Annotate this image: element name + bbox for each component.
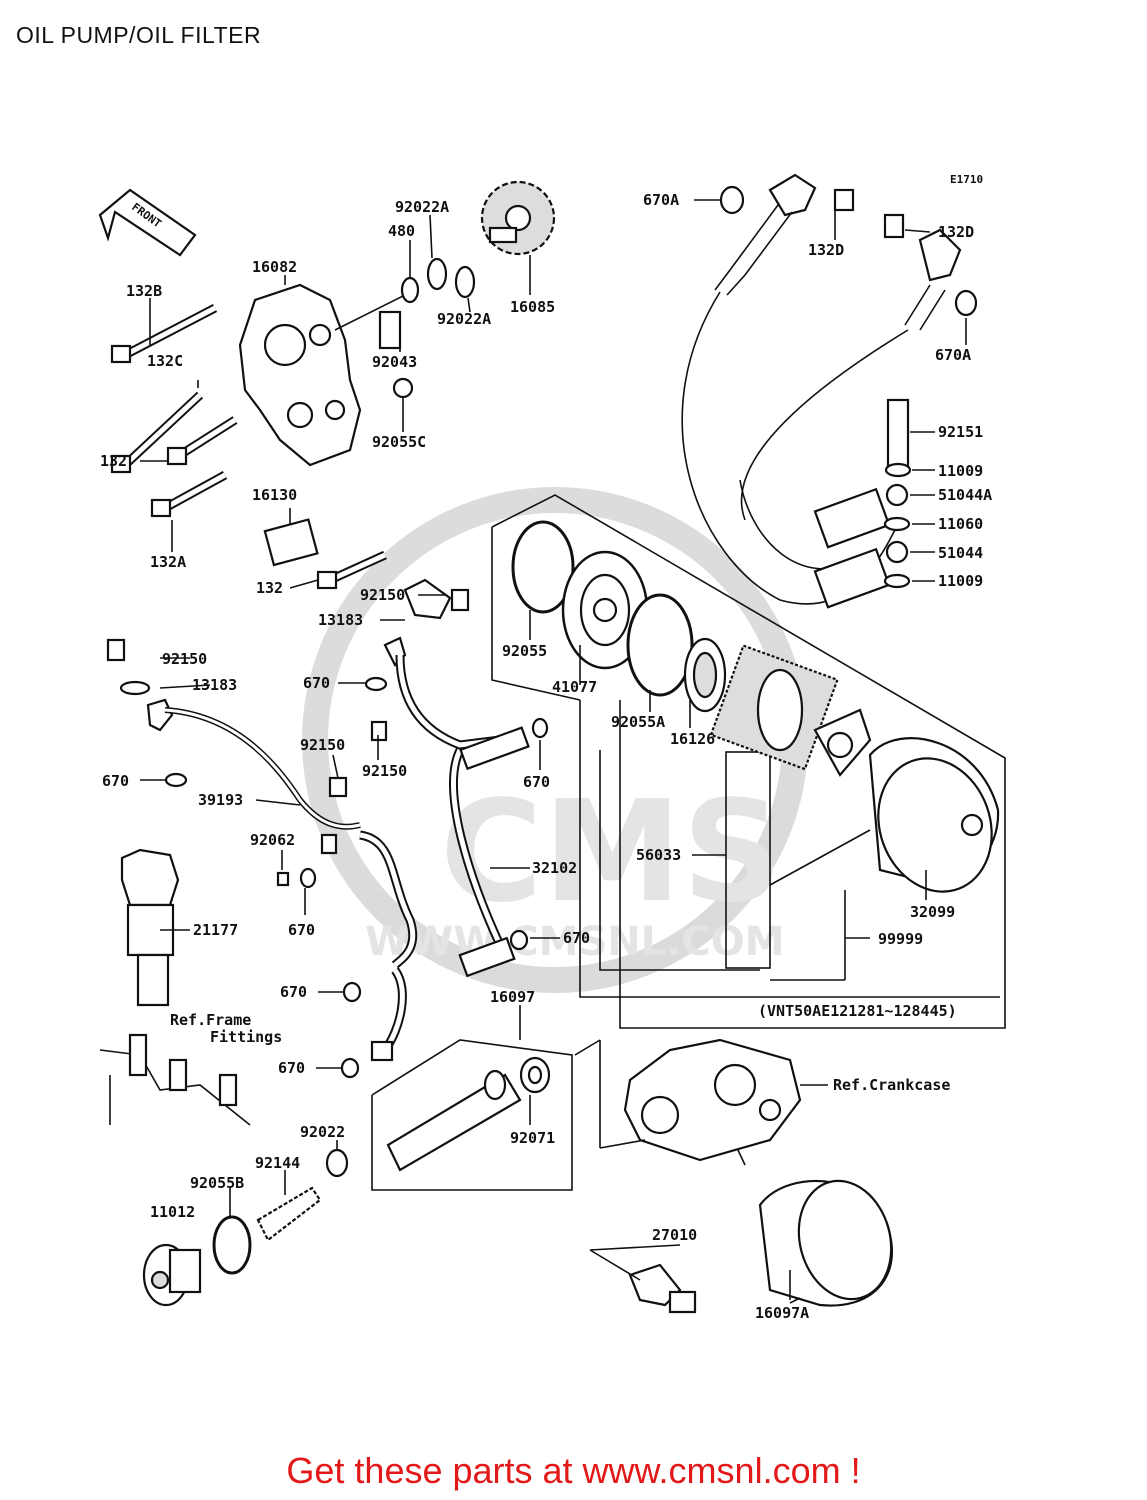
part-label: 670: [288, 921, 315, 939]
crankcase-icon: [623, 1038, 802, 1162]
oil-pump-body-icon: [238, 283, 362, 467]
fitting-16130-icon: [263, 518, 319, 567]
part-label: 41077: [552, 678, 597, 696]
part-label: 56033: [636, 846, 681, 864]
part-label: 92055: [502, 642, 547, 660]
filter-kit-frame: [491, 494, 1006, 1029]
part-label: 132C: [147, 352, 183, 370]
pump-shaft-gear-icons: [334, 180, 556, 350]
part-label: 92055B: [190, 1174, 244, 1192]
part-label: 16126: [670, 730, 715, 748]
part-label: (VNT50AE121281~128445): [758, 1002, 957, 1020]
promo-link-text[interactable]: Get these parts at www.cmsnl.com !: [286, 1450, 861, 1491]
part-label: 92150: [300, 736, 345, 754]
watermark-text-url: WWW.CMSNL.COM: [365, 919, 785, 965]
part-label: 92022A: [395, 198, 449, 216]
part-label: 32102: [532, 859, 577, 877]
part-label: 92150: [162, 650, 207, 668]
part-label: 92055A: [611, 713, 665, 731]
part-label: 16082: [252, 258, 297, 276]
diagram-code: E1710: [950, 173, 983, 186]
banjo-fittings-icon: [813, 398, 912, 609]
part-label: 11009: [938, 572, 983, 590]
front-arrow-icon: FRONT: [98, 188, 197, 257]
oil-filter-16097a-icon: [758, 1179, 893, 1307]
part-label: 13183: [318, 611, 363, 629]
part-label: 92144: [255, 1154, 300, 1172]
part-label: 51044: [938, 544, 983, 562]
part-label: 132A: [150, 553, 186, 571]
part-label: 92150: [360, 586, 405, 604]
part-label: 16097A: [755, 1304, 809, 1322]
leader-lines: [140, 199, 967, 1304]
page-title: OIL PUMP/OIL FILTER: [16, 22, 262, 48]
part-label: 99999: [878, 930, 923, 948]
filter-parts-icons: [511, 520, 1000, 893]
part-label: 92150: [362, 762, 407, 780]
part-label: 21177: [193, 921, 238, 939]
part-label: 11009: [938, 462, 983, 480]
part-label: 11012: [150, 1203, 195, 1221]
part-label: 16097: [490, 988, 535, 1006]
frame-fittings-icon: [99, 1033, 251, 1126]
part-label: Ref.Crankcase: [833, 1076, 950, 1094]
part-label: 92071: [510, 1129, 555, 1147]
part-label: 16130: [252, 486, 297, 504]
part-label: 670A: [935, 346, 971, 364]
part-label: 670: [523, 773, 550, 791]
part-label: 92055C: [372, 433, 426, 451]
oring-92055c-icon: [392, 377, 414, 399]
part-label: 132B: [126, 282, 162, 300]
part-label: 132: [256, 579, 283, 597]
part-label: 670: [303, 674, 330, 692]
part-label: 92062: [250, 831, 295, 849]
part-label: 132D: [938, 223, 974, 241]
part-label: 92022A: [437, 310, 491, 328]
part-label: 13183: [192, 676, 237, 694]
part-label: 32099: [910, 903, 955, 921]
part-label: 670: [280, 983, 307, 1001]
part-label: 670: [563, 929, 590, 947]
bolt-icons: [110, 304, 387, 590]
part-label: 11060: [938, 515, 983, 533]
part-label: 16085: [510, 298, 555, 316]
part-label: 670: [278, 1059, 305, 1077]
part-labels: 670A 132D 132D 670A 92022A 480 16082 132…: [100, 191, 992, 1322]
part-label: 92151: [938, 423, 983, 441]
part-label: 670: [102, 772, 129, 790]
pressure-switch-icon: [628, 1263, 697, 1314]
part-label: 27010: [652, 1226, 697, 1244]
part-label: 51044A: [938, 486, 992, 504]
watermark-text-cms: CMS: [440, 771, 783, 934]
relief-valve-icons: [142, 1039, 573, 1307]
part-label: 92022: [300, 1123, 345, 1141]
part-label: 480: [388, 222, 415, 240]
switch-21177-icon: [120, 848, 180, 1007]
part-label: 39193: [198, 791, 243, 809]
oil-pipes-icon: [106, 578, 549, 1079]
part-label: 670A: [643, 191, 679, 209]
part-label: 132D: [808, 241, 844, 259]
part-label: Ref.Frame: [170, 1011, 251, 1029]
part-label: 92043: [372, 353, 417, 371]
part-label: 132: [100, 452, 127, 470]
part-label: Fittings: [210, 1028, 282, 1046]
